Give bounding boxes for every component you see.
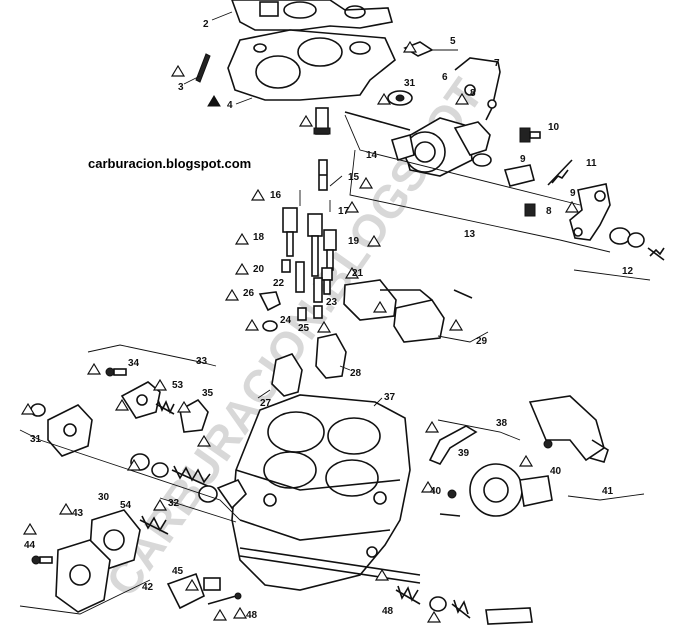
label-39: 39 xyxy=(458,448,470,459)
label-35: 35 xyxy=(202,388,214,399)
label-43: 43 xyxy=(72,508,84,519)
label-27: 27 xyxy=(260,398,272,409)
part-35-cover xyxy=(120,381,161,419)
label-42: 42 xyxy=(142,582,154,593)
part-40-screws xyxy=(439,439,553,517)
label-31-upper: 31 xyxy=(404,78,416,89)
label-30: 30 xyxy=(98,492,110,503)
label-38: 38 xyxy=(496,418,508,429)
label-24: 24 xyxy=(280,315,292,326)
part-41-accelerator-pump xyxy=(469,463,553,517)
part-39-hose xyxy=(428,425,478,465)
part-48-throttle-spring xyxy=(395,585,533,625)
label-9-upper: 9 xyxy=(520,154,526,165)
part-25-seals xyxy=(297,305,323,321)
label-31-lower: 31 xyxy=(30,434,42,445)
replacement-triangles xyxy=(20,40,580,623)
part-22-jet xyxy=(295,261,305,293)
label-10: 10 xyxy=(548,122,560,133)
part-15-jet xyxy=(313,107,331,191)
throttle-shaft xyxy=(239,547,421,584)
label-28: 28 xyxy=(350,368,362,379)
label-9-lower: 9 xyxy=(570,188,576,199)
label-16: 16 xyxy=(270,190,282,201)
label-8-lower: 8 xyxy=(546,206,552,217)
label-19: 19 xyxy=(348,236,360,247)
part-27-venturi xyxy=(271,353,303,397)
label-26: 26 xyxy=(243,288,255,299)
label-17: 17 xyxy=(338,206,350,217)
part-4-gasket xyxy=(227,29,396,101)
part-31-lower-washer xyxy=(30,403,93,457)
part-31-upper-washer xyxy=(387,90,413,106)
label-21: 21 xyxy=(352,268,364,279)
part-17-air-jet xyxy=(307,213,323,277)
part-42-housing xyxy=(55,539,111,613)
part-38-bracket xyxy=(528,395,609,463)
label-12: 12 xyxy=(622,266,634,277)
source-url: carburacion.blogspot.com xyxy=(88,156,251,171)
part-10-screw xyxy=(519,127,541,143)
label-7: 7 xyxy=(494,58,500,69)
part-53-spring xyxy=(155,399,175,415)
part-7-linkage xyxy=(454,57,501,121)
part-12-washers xyxy=(609,227,665,261)
label-13: 13 xyxy=(464,229,476,240)
part-37-carburetor-body xyxy=(231,394,411,591)
label-53: 53 xyxy=(172,380,184,391)
part-48-lower-screw xyxy=(207,592,242,605)
label-14: 14 xyxy=(366,150,378,161)
part-29-float xyxy=(343,279,473,343)
part-number-labels: 2 3 4 5 6 7 8 9 10 11 12 13 14 15 16 17 … xyxy=(24,19,634,621)
label-20: 20 xyxy=(253,264,265,275)
label-23: 23 xyxy=(326,297,338,308)
label-32: 32 xyxy=(168,498,180,509)
label-15: 15 xyxy=(348,172,360,183)
label-54: 54 xyxy=(120,500,132,511)
label-18: 18 xyxy=(253,232,265,243)
part-2-carburetor-cover xyxy=(231,0,394,31)
label-41: 41 xyxy=(602,486,614,497)
label-45: 45 xyxy=(172,566,184,577)
part-21-jet xyxy=(321,267,333,295)
label-5: 5 xyxy=(450,36,456,47)
label-22: 22 xyxy=(273,278,285,289)
part-20-jet xyxy=(281,259,291,273)
label-25: 25 xyxy=(298,323,310,334)
part-16-emulsion-tube xyxy=(282,207,298,257)
label-11: 11 xyxy=(586,158,597,169)
label-48-left: 48 xyxy=(246,610,258,621)
part-8-screw xyxy=(524,203,536,217)
part-3-screw xyxy=(195,53,211,83)
part-14-choke-diaphragm xyxy=(344,111,492,177)
label-48-right: 48 xyxy=(382,606,394,617)
label-37: 37 xyxy=(384,392,396,403)
label-44: 44 xyxy=(24,540,36,551)
part-34-screw xyxy=(105,367,127,377)
part-11-spring xyxy=(547,159,573,186)
label-3: 3 xyxy=(178,82,184,93)
label-34: 34 xyxy=(128,358,140,369)
label-2: 2 xyxy=(203,19,209,30)
part-44-screw xyxy=(31,555,53,565)
label-40-right: 40 xyxy=(550,466,562,477)
part-13-lever xyxy=(569,183,611,241)
part-28-venturi xyxy=(315,333,347,379)
part-54-spring xyxy=(139,515,169,535)
label-40-left: 40 xyxy=(430,486,442,497)
label-33: 33 xyxy=(196,356,208,367)
part-9-needle xyxy=(503,164,535,187)
label-4: 4 xyxy=(227,100,233,111)
label-29: 29 xyxy=(476,336,488,347)
label-8-upper: 8 xyxy=(470,88,476,99)
label-6: 6 xyxy=(442,72,448,83)
part-23-jet xyxy=(313,277,323,303)
part-26-valve xyxy=(258,291,281,312)
part-45-valve xyxy=(166,572,221,610)
